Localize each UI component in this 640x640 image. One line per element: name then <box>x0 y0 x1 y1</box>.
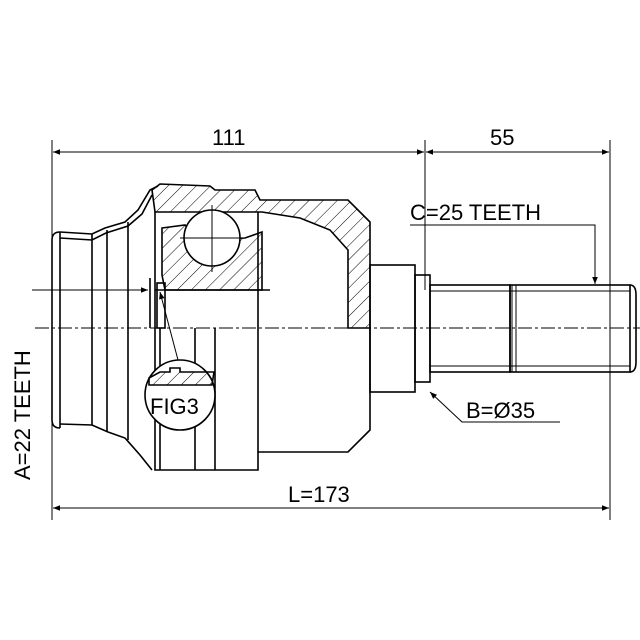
fig3-detail: FIG3 <box>144 291 216 431</box>
boot <box>51 185 159 471</box>
shaft <box>369 264 637 393</box>
b-leader <box>429 391 560 423</box>
dim-55: 55 <box>490 125 514 150</box>
dim-total-length: L=173 <box>288 482 350 507</box>
c-teeth-label: C=25 TEETH <box>410 200 541 225</box>
c-leader <box>410 224 598 284</box>
fig3-label: FIG3 <box>150 394 199 419</box>
housing-section <box>149 183 371 471</box>
a-teeth-label: A=22 TEETH <box>10 350 35 480</box>
extension-lines <box>51 140 611 520</box>
b-diameter-label: B=Ø35 <box>466 398 535 423</box>
dim-111: 111 <box>212 125 245 150</box>
